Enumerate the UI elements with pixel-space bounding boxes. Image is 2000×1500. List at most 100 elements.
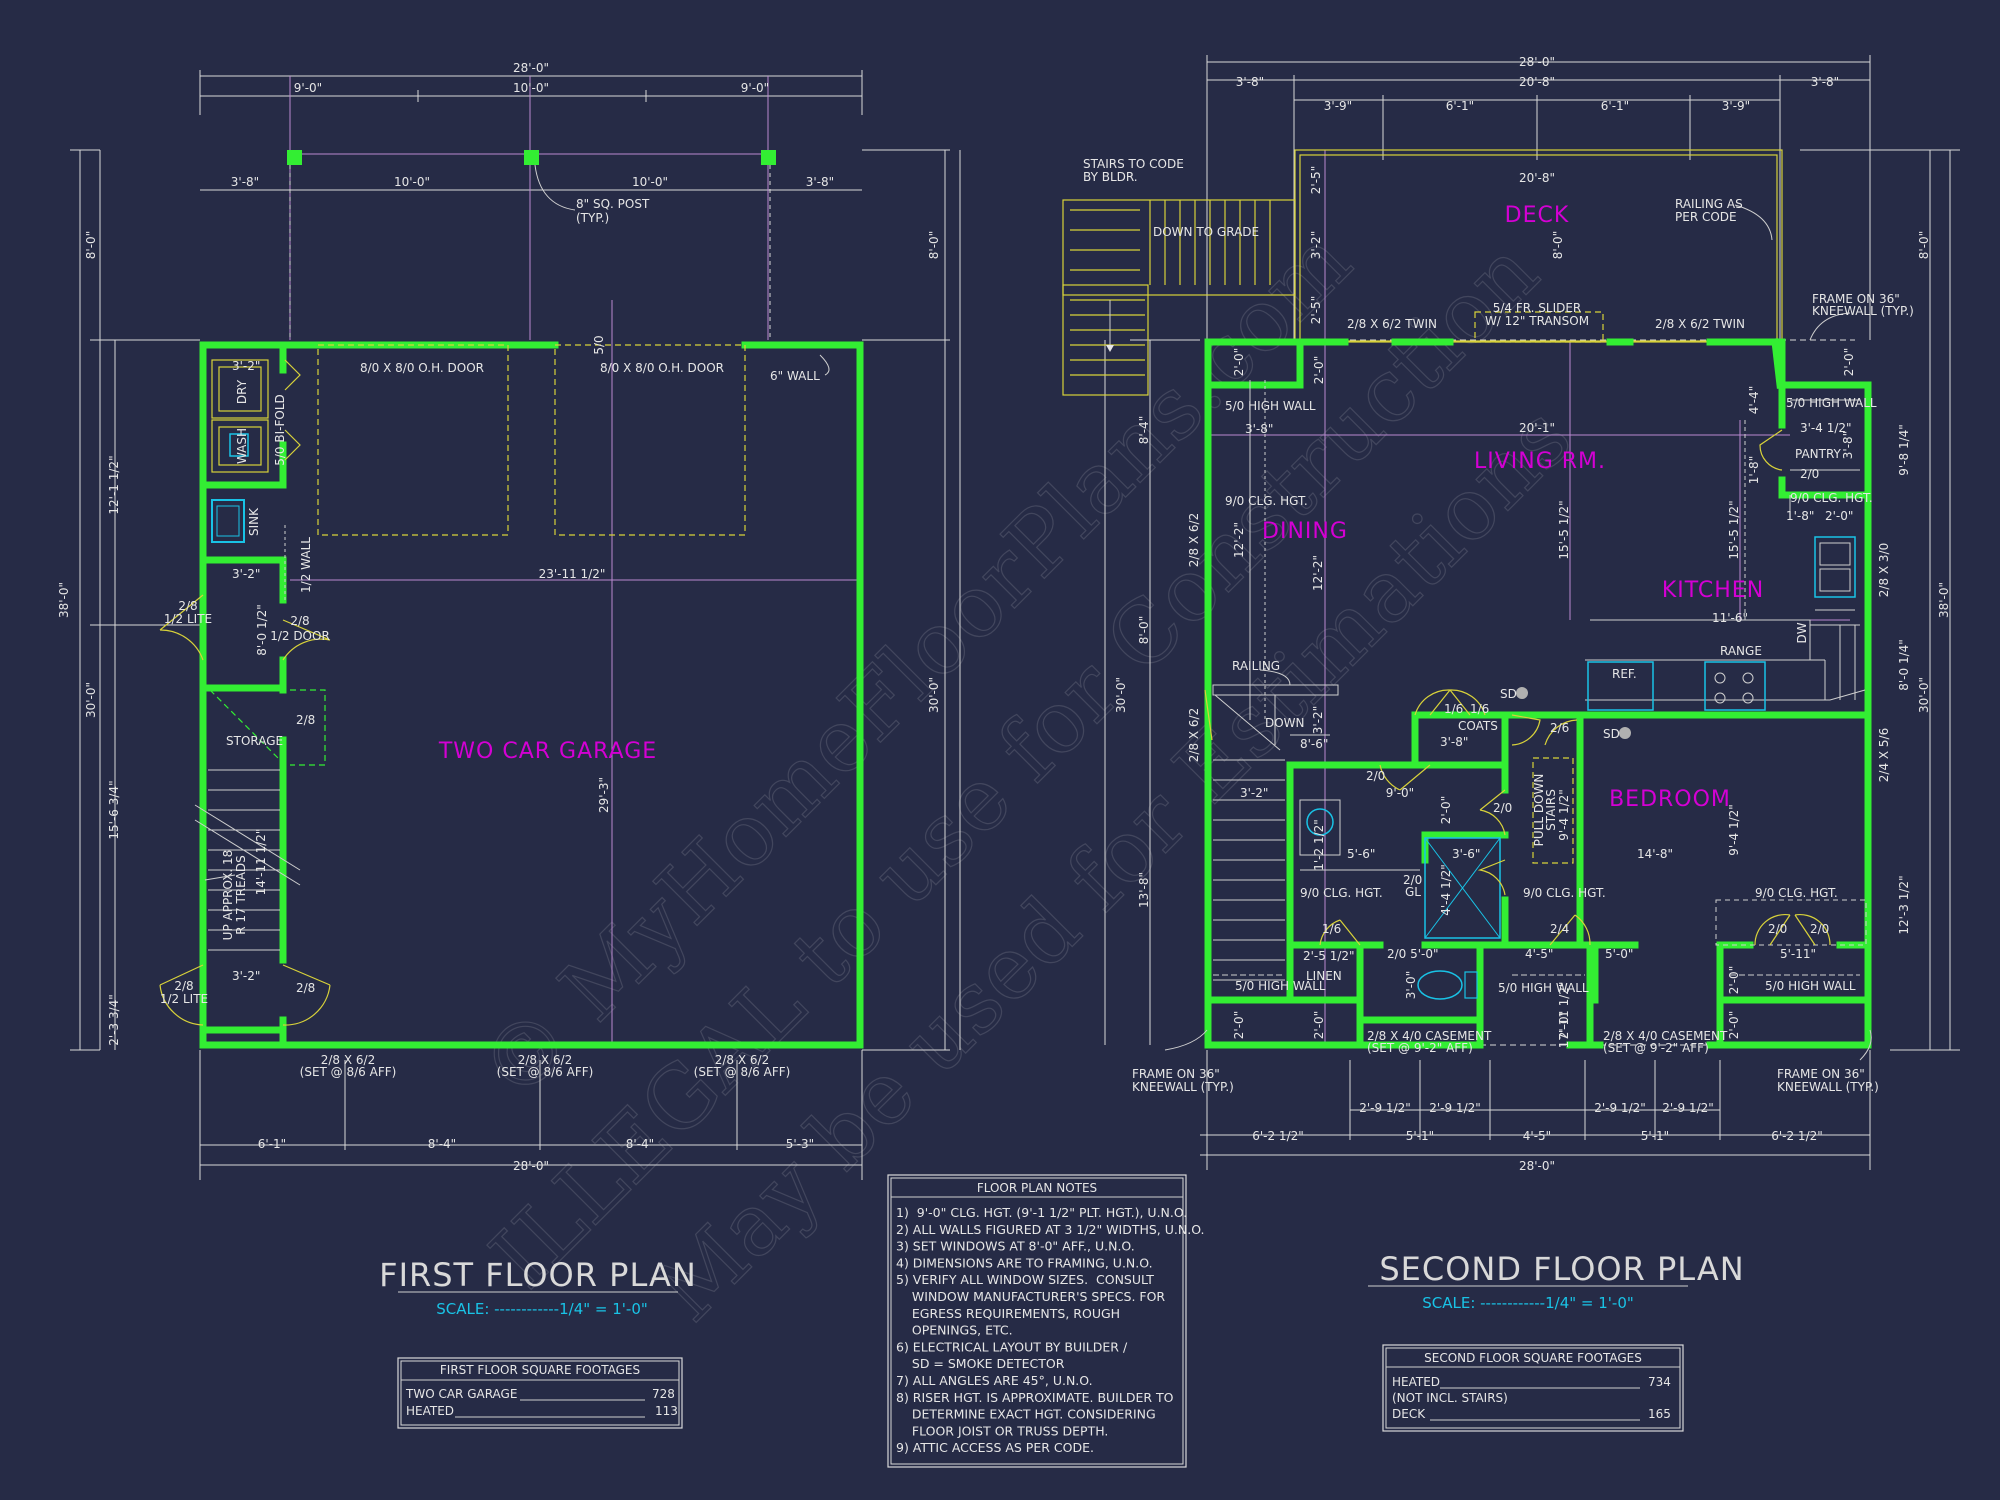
sf-frame-tr-1: FRAME ON 36"	[1812, 292, 1900, 306]
bifold-door-top	[284, 359, 301, 391]
sf-d1-8b: 1'-8"	[1786, 509, 1814, 523]
sf-top-e: 6'-1"	[1446, 99, 1474, 113]
ff-sqft-table: FIRST FLOOR SQUARE FOOTAGES TWO CAR GARA…	[397, 1357, 683, 1429]
floor-plan-notes: FLOOR PLAN NOTES 1) 9'-0" CLG. HGT. (9'-…	[887, 1174, 1205, 1468]
ff-lite-top-1: 2/8	[178, 599, 197, 613]
sf-top-b: 20'-8"	[1519, 75, 1555, 89]
sf-d3-2b: 3'-2"	[1311, 706, 1325, 734]
sf-deck-depth: 8'-0"	[1551, 231, 1565, 259]
ff-wall-6-label: 6" WALL	[770, 369, 820, 383]
sf-left-30: 30'-0"	[1114, 677, 1128, 713]
sf-down: DOWN	[1265, 716, 1305, 730]
ff-half-wall-label: 1/2 WALL	[299, 537, 313, 593]
sf-stairs-code-1: STAIRS TO CODE	[1083, 157, 1184, 171]
range	[1704, 661, 1766, 711]
sf-bottom-a: 2'-9 1/2"	[1359, 1101, 1411, 1115]
sf-d2-0-r2: 2'-0"	[1727, 1011, 1741, 1039]
ff-dim-8-0: 8'-0 1/2"	[255, 604, 269, 656]
sf-sd-1: SD	[1500, 687, 1517, 701]
sf-down-to-grade: DOWN TO GRADE	[1153, 225, 1259, 239]
ff-dim-2-8-storage: 2/8	[296, 713, 315, 727]
sf-stairs-code-2: BY BLDR.	[1083, 170, 1138, 184]
ff-window-1-a: 2/8 X 6/2	[321, 1053, 375, 1067]
first-floor-dimension-lines	[70, 70, 961, 1180]
sf-d1-6b: 1/6	[1470, 702, 1489, 716]
half-lite-door-bottom	[159, 964, 204, 1026]
bath-fixtures	[1213, 380, 1867, 1000]
sf-d2-0-a: 2'-0"	[1232, 348, 1246, 376]
ff-dim-2-8-low: 2/8	[296, 981, 315, 995]
sf-top-g: 3'-9"	[1722, 99, 1750, 113]
ff-left-overall-dim: 38'-0"	[57, 582, 71, 618]
sf-ref: REF.	[1612, 667, 1637, 681]
ff-half-door-2: 1/2 DOOR	[270, 629, 330, 643]
sf-d1-8: 1'-8"	[1747, 456, 1761, 484]
sf-high-wall-l: 5/0 HIGH WALL	[1225, 399, 1316, 413]
note-line: 6) ELECTRICAL LAYOUT BY BUILDER /	[896, 1339, 1128, 1354]
ff-post-dim-2: 10'-0"	[394, 175, 430, 189]
ff-bottom-dim-c: 8'-4"	[626, 1137, 654, 1151]
ff-door-left-label: 8/0 X 8/0 O.H. DOOR	[360, 361, 484, 375]
sf-slider-2: W/ 12" TRANSOM	[1485, 314, 1589, 328]
sf-d3-8b: 3'-8"	[1440, 735, 1468, 749]
ff-window-2-b: (SET @ 8/6 AFF)	[497, 1065, 594, 1079]
ff-scale: SCALE: ------------1/4" = 1'-0"	[436, 1300, 648, 1318]
sf-d2-4: 2/4	[1550, 922, 1569, 936]
second-floor-plan: 28'-0" 3'-8" 20'-8" 3'-8" 3'-9" 6'-1" 6'…	[1062, 55, 1960, 1432]
washer	[211, 419, 269, 473]
sf-rail-code-2: PER CODE	[1675, 210, 1737, 224]
bifold-door-bottom	[284, 429, 301, 461]
ff-sqft-row-2-value: 113	[655, 1404, 678, 1418]
sf-d8-6: 8'-6"	[1300, 737, 1328, 751]
interior-stairs	[1212, 684, 1339, 981]
slider-transom	[1474, 311, 1604, 343]
sf-d3-2c: 3'-2"	[1240, 786, 1268, 800]
sf-d2-0-b: 2'-0"	[1312, 356, 1326, 384]
burner-4	[1742, 692, 1754, 704]
sf-bottom-g: 4'-5"	[1523, 1129, 1551, 1143]
sf-d4-5: 4'-5"	[1525, 947, 1553, 961]
second-floor-walls	[1204, 338, 1872, 1049]
note-line: DETERMINE EXACT HGT. CONSIDERING	[896, 1407, 1156, 1422]
ff-storage-label: STORAGE	[226, 734, 283, 748]
ff-door-right-label: 8/0 X 8/0 O.H. DOOR	[600, 361, 724, 375]
ff-dry-label: DRY	[235, 379, 249, 404]
sf-living-width: 20'-1"	[1519, 421, 1555, 435]
sf-d8-4: 8'-4"	[1137, 416, 1151, 444]
deck	[1062, 149, 1783, 396]
ff-dim-3-2-low: 3'-2"	[232, 969, 260, 983]
sf-d4-4b: 4'-4 1/2"	[1439, 864, 1453, 916]
sf-d2-0-c: 2'-0"	[1842, 348, 1856, 376]
sf-sqft-row-3-value: 165	[1648, 1407, 1671, 1421]
sf-slider-1: 5/4 FR. SLIDER	[1493, 301, 1582, 315]
sf-high-wall-r: 5/0 HIGH WALL	[1786, 396, 1877, 410]
sf-sqft-row-1-value: 734	[1648, 1375, 1671, 1389]
sf-frame-tr-2: KNEEWALL (TYP.)	[1812, 304, 1914, 318]
ff-sqft-row-2-label: HEATED	[406, 1404, 454, 1418]
notes-lines: 1) 9'-0" CLG. HGT. (9'-1 1/2" PLT. HGT.)…	[896, 1205, 1205, 1455]
sf-title: SECOND FLOOR PLAN	[1379, 1250, 1744, 1288]
ff-stair-len: 14'-11 1/2"	[254, 829, 268, 896]
sf-bottom-d: 2'-9 1/2"	[1662, 1101, 1714, 1115]
sf-d3-2: 3'-2"	[1309, 231, 1323, 259]
sf-d3-4: 3'-4 1/2"	[1800, 421, 1852, 435]
sf-d3-8: 3'-8"	[1245, 422, 1273, 436]
sf-d9-0: 9'-0"	[1386, 786, 1414, 800]
note-line: 4) DIMENSIONS ARE TO FRAMING, U.N.O.	[896, 1255, 1153, 1270]
sf-range: RANGE	[1720, 644, 1762, 658]
ff-top-mid-dim: 10'-0"	[513, 81, 549, 95]
note-line: 3) SET WINDOWS AT 8'-0" AFF., U.N.O.	[896, 1239, 1135, 1254]
ff-post-note-1: 8" SQ. POST	[576, 197, 650, 211]
smoke-detector-1	[1516, 687, 1528, 699]
sf-d8-0b: 8'-0"	[1137, 616, 1151, 644]
ff-window-3-a: 2/8 X 6/2	[715, 1053, 769, 1067]
ff-title: FIRST FLOOR PLAN	[379, 1256, 697, 1294]
washer-drum	[229, 433, 249, 457]
sf-high-wall-bm: 5/0 HIGH WALL	[1498, 981, 1589, 995]
note-line: 1) 9'-0" CLG. HGT. (9'-1 1/2" PLT. HGT.)…	[896, 1205, 1187, 1220]
storage-diagonal	[209, 689, 281, 761]
dryer-inner	[218, 366, 262, 412]
sf-d2-5-a: 2'-5"	[1309, 166, 1323, 194]
ff-top-right-dim: 9'-0"	[741, 81, 769, 95]
sf-d9-4b: 9'-4 1/2"	[1727, 804, 1741, 856]
